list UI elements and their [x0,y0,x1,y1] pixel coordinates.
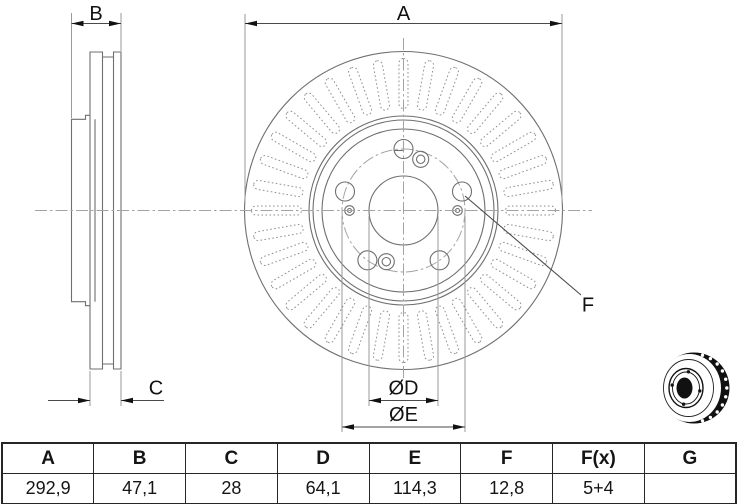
dim-label-f: F [582,295,594,317]
col-header-g: G [643,442,737,474]
leader-line-f [464,195,582,296]
col-header-d: D [276,442,370,474]
wheel-bolt-holes [334,138,473,271]
table-header-row: A B C D E F F(x) G [1,442,737,474]
table-value-row: 292,9 47,1 28 64,1 114,3 12,8 5+4 [1,473,737,504]
dim-label-d: ØD [389,378,419,400]
col-header-b: B [93,442,186,474]
col-header-c: C [185,442,278,474]
dim-label-c: C [149,378,163,400]
dim-label-e: ØE [389,404,418,426]
value-g [643,473,737,504]
value-f: 12,8 [460,473,553,504]
dimension-annotations: A B C ØD [48,3,594,432]
col-header-fx: F(x) [552,442,645,474]
value-c: 28 [185,473,278,504]
brake-disc-technical-drawing: A B C ØD [35,3,594,432]
dim-label-b: B [89,3,102,25]
col-header-f: F [460,442,553,474]
value-e: 114,3 [368,473,462,504]
dim-label-a: A [397,3,411,25]
col-header-a: A [1,442,95,474]
front-view [35,38,592,378]
value-d: 64,1 [276,473,370,504]
col-header-e: E [368,442,462,474]
fixing-holes [344,150,463,271]
value-b: 47,1 [93,473,186,504]
value-fx: 5+4 [552,473,645,504]
dimension-table: A B C D E F F(x) G 292,9 47,1 28 64,1 11… [1,442,737,504]
value-a: 292,9 [1,473,95,504]
